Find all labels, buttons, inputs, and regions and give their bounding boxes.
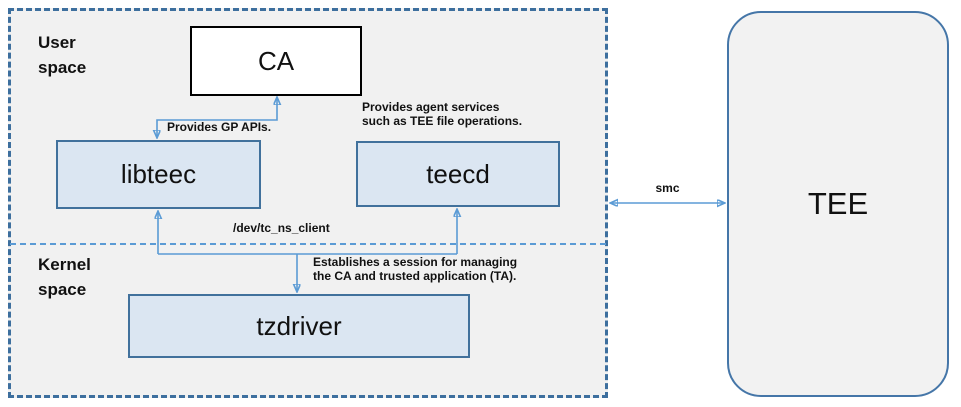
node-libteec: libteec bbox=[56, 140, 261, 209]
node-teecd: teecd bbox=[356, 141, 560, 207]
node-libteec-label: libteec bbox=[120, 159, 197, 189]
edge-label-dev-tc-ns-client: /dev/tc_ns_client bbox=[233, 221, 330, 235]
node-ca: CA bbox=[190, 26, 362, 96]
user-space-label: User space bbox=[38, 33, 87, 77]
node-tee: TEE bbox=[727, 11, 949, 397]
node-teecd-label: teecd bbox=[426, 158, 490, 189]
edge-label-gp-apis: Provides GP APIs. bbox=[167, 120, 272, 134]
node-ca-label: CA bbox=[257, 45, 295, 76]
node-tee-label: TEE bbox=[807, 186, 869, 221]
edge-label-session: Establishes a session for managing the C… bbox=[313, 255, 518, 283]
node-tzdriver: tzdriver bbox=[128, 294, 470, 358]
edge-label-agent-services: Provides agent services such as TEE file… bbox=[362, 100, 523, 128]
edge-label-smc: smc bbox=[655, 181, 680, 195]
node-tzdriver-label: tzdriver bbox=[256, 310, 342, 341]
user-kernel-divider bbox=[10, 243, 606, 245]
kernel-space-label: Kernel space bbox=[38, 255, 91, 299]
